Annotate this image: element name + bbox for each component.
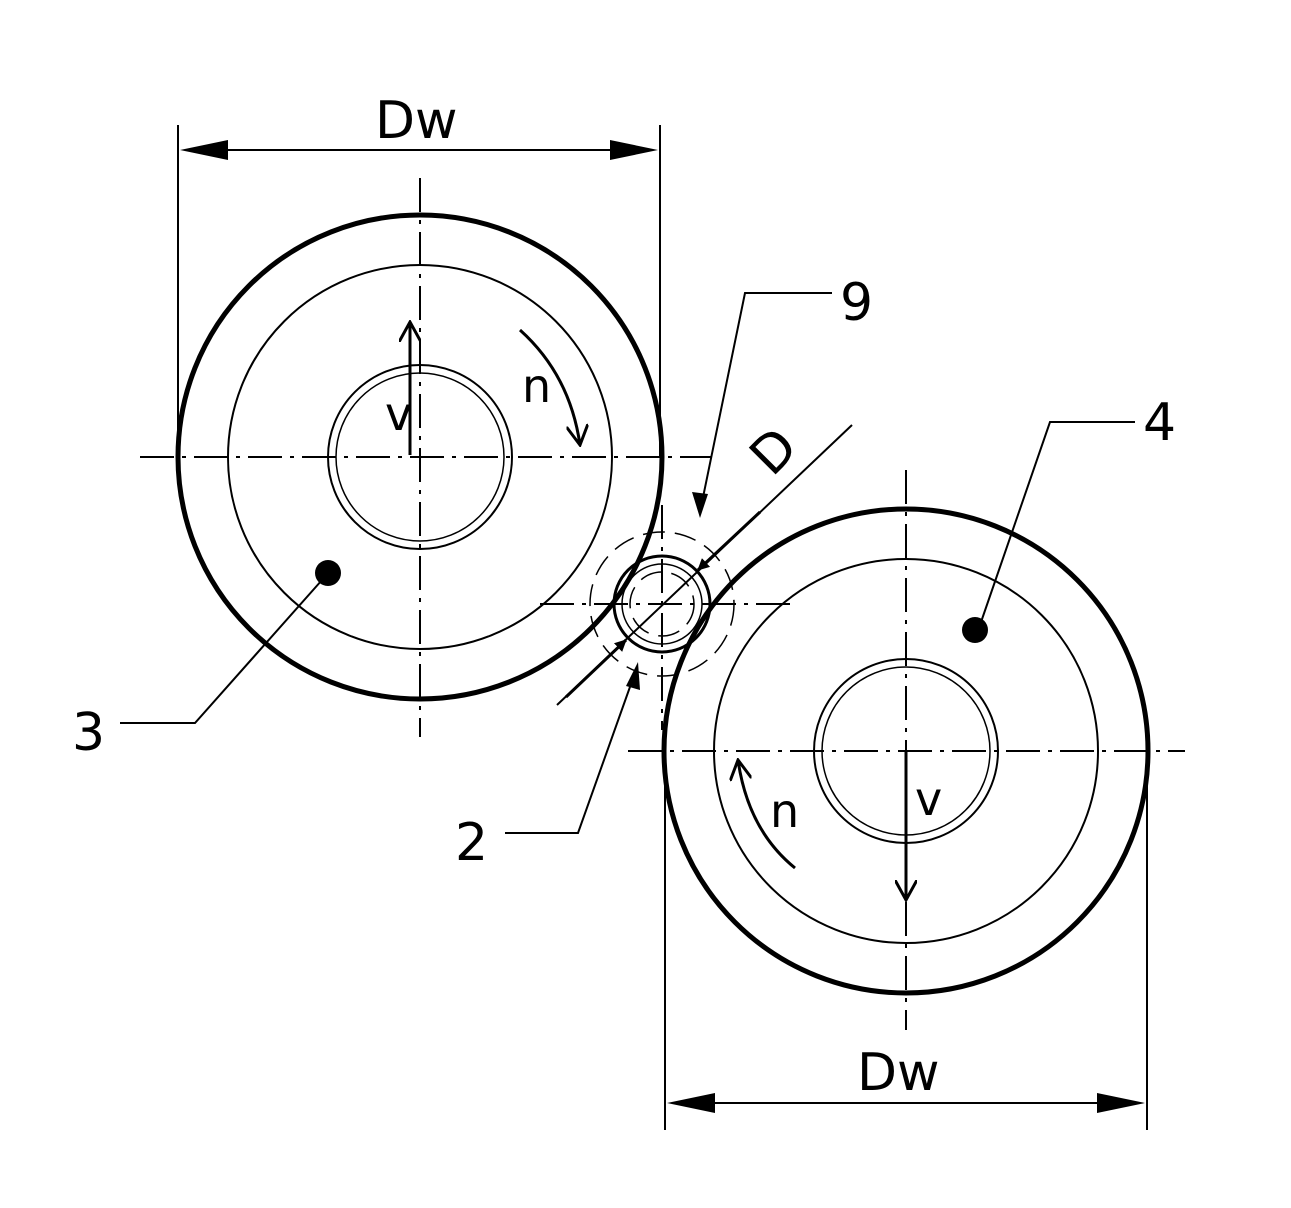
label-v-top: v (385, 387, 412, 441)
dw-bottom-arrow-left (667, 1093, 715, 1113)
bottom-roller-marker-dot (962, 617, 988, 643)
top-roller (140, 178, 712, 737)
label-n-bottom: n (770, 784, 799, 838)
top-rotation-arrow (518, 328, 580, 445)
label-ref-9: 9 (840, 273, 873, 333)
workpiece (540, 424, 853, 730)
leader-4 (979, 421, 1135, 626)
label-v-bottom: v (915, 772, 942, 826)
diameter-arrow-upper (696, 510, 762, 572)
leader-2 (505, 669, 637, 834)
top-roller-marker-dot (315, 560, 341, 586)
dw-top-arrow-right (610, 140, 658, 160)
leader-9 (699, 292, 832, 513)
label-ref-2: 2 (455, 813, 488, 873)
leader-3 (120, 579, 323, 724)
bottom-roller (628, 470, 1185, 1030)
label-dw-bottom: Dw (857, 1043, 940, 1103)
dimension-dw-bottom (664, 751, 1148, 1130)
label-ref-4: 4 (1143, 393, 1176, 453)
dw-top-arrow-left (180, 140, 228, 160)
label-n-top: n (522, 359, 551, 413)
bottom-rotation-arrow (738, 760, 796, 870)
label-ref-3: 3 (72, 703, 105, 763)
dimension-dw-top (177, 125, 661, 457)
diameter-arrow-lower (564, 638, 628, 699)
dw-bottom-arrow-right (1097, 1093, 1145, 1113)
leader-9-arrowhead (692, 492, 708, 518)
leader-2-arrowhead (626, 662, 640, 690)
label-dw-top: Dw (375, 91, 458, 151)
